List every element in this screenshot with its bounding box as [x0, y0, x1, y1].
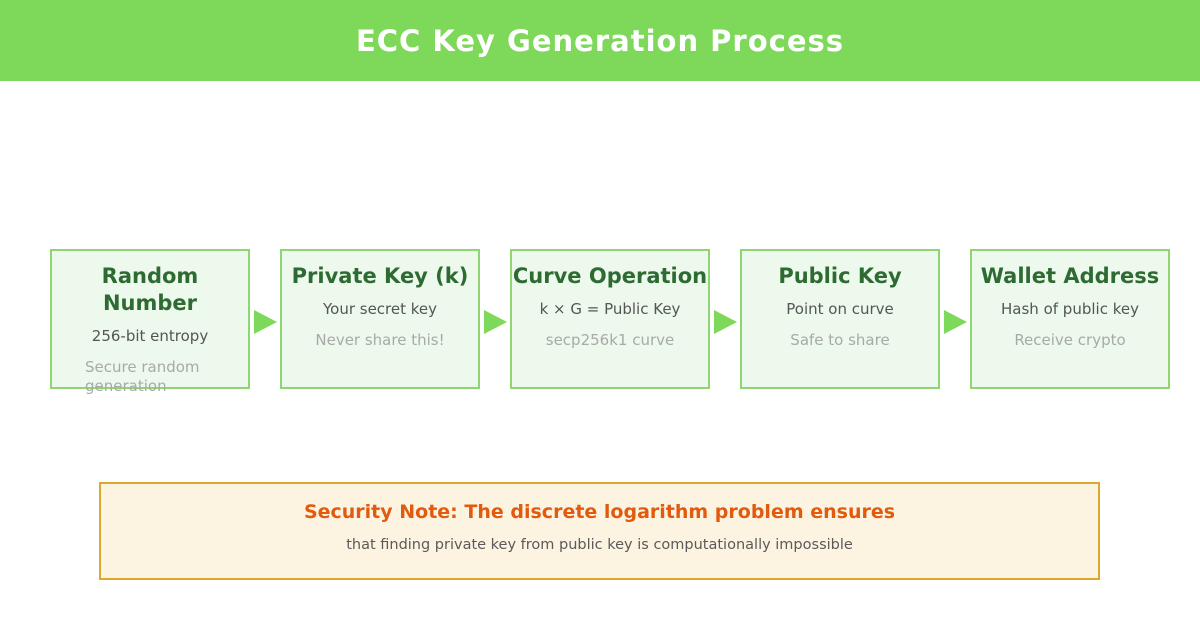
- step-subtitle: k × G = Public Key: [539, 300, 681, 318]
- step-box-public-key: Public Key Point on curve Safe to share: [740, 249, 940, 389]
- flow-arrow-icon: [714, 310, 737, 334]
- step-note: Safe to share: [790, 331, 890, 349]
- step-subtitle: Point on curve: [786, 300, 894, 318]
- step-note: secp256k1 curve: [545, 331, 675, 349]
- step-subtitle: Hash of public key: [1001, 300, 1139, 318]
- step-box-wallet-address: Wallet Address Hash of public key Receiv…: [970, 249, 1170, 389]
- flow-arrow-icon: [484, 310, 507, 334]
- step-subtitle: Your secret key: [322, 300, 438, 318]
- step-box-private-key: Private Key (k) Your secret key Never sh…: [280, 249, 480, 389]
- security-note-box: Security Note: The discrete logarithm pr…: [99, 482, 1100, 580]
- step-title: Wallet Address: [980, 264, 1160, 288]
- step-note: Secure random generation: [85, 358, 200, 395]
- step-note: Receive crypto: [1014, 331, 1126, 349]
- flow-arrow-icon: [254, 310, 277, 334]
- security-note-body: that finding private key from public key…: [346, 537, 853, 553]
- flow-arrow-icon: [944, 310, 967, 334]
- step-note: Never share this!: [315, 331, 445, 349]
- step-subtitle: 256-bit entropy: [91, 327, 209, 345]
- step-title: Curve Operation: [512, 264, 708, 288]
- step-title: Public Key: [778, 264, 902, 288]
- header-banner: ECC Key Generation Process: [0, 0, 1200, 81]
- page-title: ECC Key Generation Process: [355, 23, 845, 58]
- step-box-curve-operation: Curve Operation k × G = Public Key secp2…: [510, 249, 710, 389]
- step-title: Private Key (k): [291, 264, 469, 288]
- security-note-title: Security Note: The discrete logarithm pr…: [303, 501, 896, 523]
- step-title: Random Number: [101, 264, 199, 315]
- step-box-random-number: Random Number 256-bit entropy Secure ran…: [50, 249, 250, 395]
